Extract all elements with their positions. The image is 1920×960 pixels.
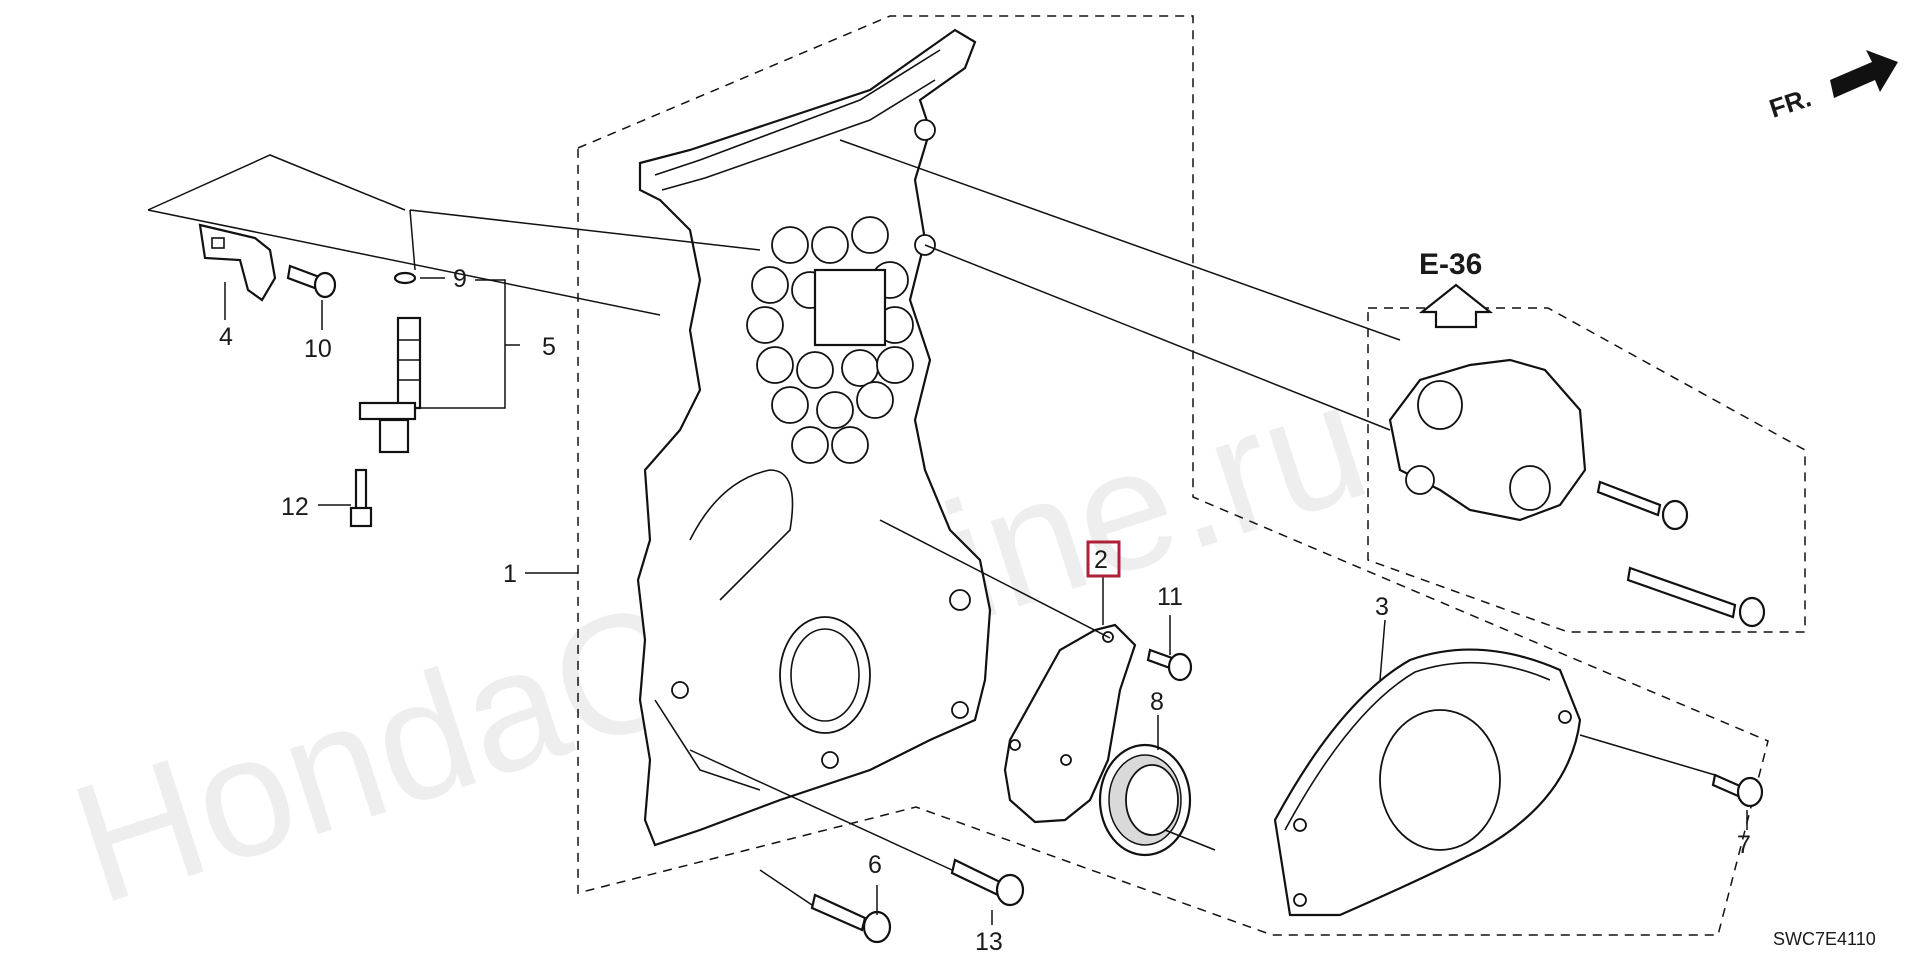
callout-10: 10 xyxy=(304,335,332,363)
timing-chain-case xyxy=(636,28,992,847)
bolt-part-7 xyxy=(1711,773,1764,808)
gasket-plate xyxy=(1273,648,1582,917)
o-ring-part-9 xyxy=(393,271,417,285)
bolt-part-12 xyxy=(349,468,373,528)
callout-2-highlight xyxy=(1086,540,1121,578)
bracket xyxy=(198,223,277,302)
bolt-part-13 xyxy=(950,858,1025,907)
engine-mount-group xyxy=(1367,307,1806,633)
e36-up-arrow-icon xyxy=(1418,283,1494,329)
front-direction-arrow-icon xyxy=(1830,50,1898,98)
callout-6: 6 xyxy=(868,851,882,879)
diagram-code: SWC7E4110 xyxy=(1773,929,1876,949)
crank-seal-bore xyxy=(779,616,871,734)
callout-4: 4 xyxy=(219,323,233,351)
front-direction-label: FR. xyxy=(1766,82,1815,123)
sensor-assembly xyxy=(358,271,422,454)
callout-7: 7 xyxy=(1737,831,1751,859)
callout-11: 11 xyxy=(1157,583,1183,611)
bolt-part-6 xyxy=(810,893,892,944)
bolt-part-11 xyxy=(1146,648,1193,682)
callout-2: 2 xyxy=(1094,546,1108,574)
case-assembly-outline xyxy=(577,15,1769,936)
leader-lines xyxy=(147,139,1748,925)
callout-12: 12 xyxy=(281,493,309,521)
callout-8: 8 xyxy=(1150,688,1164,716)
callout-1: 1 xyxy=(503,560,517,588)
callout-3: 3 xyxy=(1375,593,1389,621)
oil-seal xyxy=(1098,743,1192,857)
callout-9: 9 xyxy=(453,265,467,293)
bolt-part-10 xyxy=(286,264,337,299)
case-rib-pattern xyxy=(746,216,914,464)
callout-5: 5 xyxy=(542,333,556,361)
callout-13: 13 xyxy=(975,928,1003,956)
reference-e36-label: E-36 xyxy=(1419,248,1482,281)
